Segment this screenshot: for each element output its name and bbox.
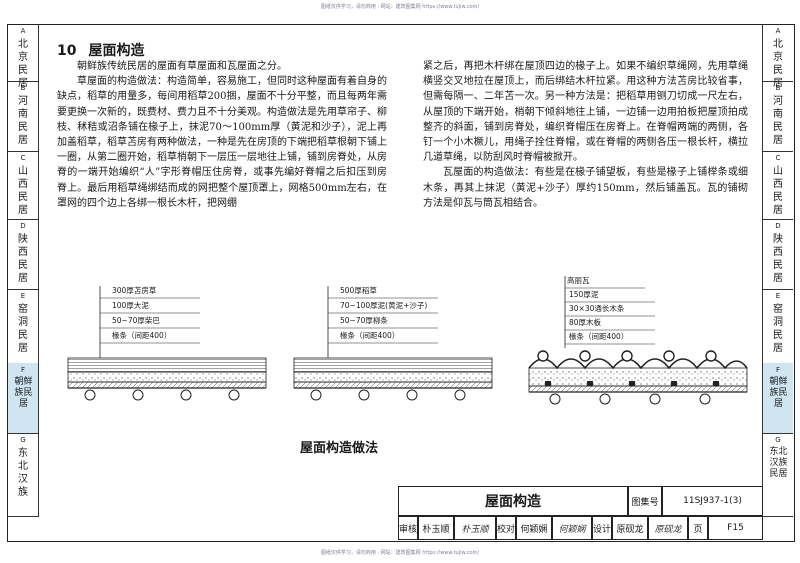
roof-section-diagram-2: 500厚稻草 70~100厚泥(黄泥+沙子) 50~70厚柳条 椽条（间距400… — [288, 280, 498, 420]
tab-letter: E — [775, 292, 781, 300]
roof-section-drawing — [293, 286, 493, 401]
tab-name: 北京民居 — [18, 39, 28, 89]
tab-name: 东北汉族民居 — [769, 447, 788, 479]
review-label: 审核 — [398, 516, 418, 540]
roof-section-diagram-1: 300厚苫房草 100厚大泥 50~70厚柴巴 椽条（间距400） — [60, 280, 270, 420]
reviewer-signature: 朴玉顺 — [454, 516, 496, 540]
paragraph: 瓦屋面的构造做法：有些是在椽子铺望板，有些是椽子上铺榉条或细木条，再其上抹泥（黄… — [423, 167, 748, 209]
section-tab: F 朝鲜族民居 — [8, 363, 39, 434]
tab-letter: D — [20, 222, 26, 230]
tab-letter: G — [775, 436, 781, 444]
tab-letter: E — [20, 292, 26, 300]
tab-letter: A — [20, 27, 26, 35]
figure-caption: 屋面构造做法 — [300, 441, 379, 456]
tab-name: 河南民居 — [18, 96, 28, 146]
tab-letter: C — [775, 154, 781, 162]
checker-signature: 何颖娴 — [552, 516, 592, 540]
tab-letter: A — [775, 27, 781, 35]
check-label: 校对 — [496, 516, 516, 540]
tab-name: 朝鲜族民居 — [769, 377, 788, 409]
tab-name: 北京民居 — [773, 39, 783, 89]
section-tab: G 东北汉族 — [8, 433, 39, 517]
reviewer-name: 朴玉顺 — [418, 516, 454, 540]
section-tab: B 河南民居 — [8, 81, 39, 152]
section-tab: E 窑洞民居 — [762, 289, 793, 364]
layer-label: 500厚稻草 — [340, 286, 377, 295]
tab-letter: G — [20, 436, 26, 444]
section-tab: F 朝鲜族民居 — [762, 363, 793, 434]
page-number: F15 — [708, 516, 763, 540]
layer-label: 70~100厚泥(黄泥+沙子) — [340, 301, 428, 310]
section-tab: D 陕西民居 — [8, 219, 39, 290]
design-label: 设计 — [592, 516, 612, 540]
roof-section-diagram-3: 高丽瓦 150厚泥 30×30通长木条 80厚木板 椽条（间距400） — [525, 268, 750, 420]
atlas-label: 图集号 — [628, 486, 662, 516]
page-label: 页 — [688, 516, 708, 540]
paragraph: 朝鲜族传统民居的屋面有草屋面和瓦屋面之分。 — [77, 61, 287, 72]
tab-letter: C — [20, 154, 26, 162]
section-tab: B 河南民居 — [762, 81, 793, 152]
checker-name: 何颖娴 — [516, 516, 552, 540]
tab-name: 山西民居 — [18, 166, 28, 216]
layer-label: 50~70厚柳条 — [340, 316, 388, 325]
watermark-top: 图纸仅供学习，请勿商用 · 网站：建筑图集网 https://www.tujiw… — [320, 4, 480, 10]
section-tab: D 陕西民居 — [762, 219, 793, 290]
tab-name: 山西民居 — [773, 166, 783, 216]
layer-label: 150厚泥 — [569, 290, 599, 299]
paragraph: 草屋面的构造做法：构造简单，容易施工，但同时这种屋面有着自身的缺点，稻草的用量多… — [57, 76, 387, 209]
section-tab: C 山西民居 — [762, 151, 793, 220]
layer-label: 30×30通长木条 — [569, 304, 625, 313]
tab-name: 河南民居 — [773, 96, 783, 146]
section-title: 10 屋面构造 — [57, 40, 144, 60]
layer-label: 50~70厚柴巴 — [112, 316, 160, 325]
body-text-right: 紧之后，再把木杆绑在屋顶四边的椽子上。如果不编织草绳网，先用草绳横竖交叉地拉在屋… — [423, 59, 748, 211]
layer-label: 椽条（间距400） — [340, 331, 400, 340]
body-text-left: 朝鲜族传统民居的屋面有草屋面和瓦屋面之分。 草屋面的构造做法：构造简单，容易施工… — [57, 59, 387, 211]
tab-name: 陕西民居 — [773, 234, 783, 284]
atlas-number: 11SJ937-1(3) — [662, 486, 763, 516]
section-tab: G 东北汉族民居 — [762, 433, 793, 517]
tab-letter: B — [20, 84, 26, 92]
section-number: 10 — [57, 43, 77, 59]
roof-section-drawing — [67, 286, 267, 401]
section-tab: A 北京民居 — [8, 24, 39, 89]
section-tab: A 北京民居 — [762, 24, 793, 89]
designer-signature: 原砚龙 — [648, 516, 688, 540]
tab-letter: F — [775, 366, 781, 374]
paragraph: 紧之后，再把木杆绑在屋顶四边的椽子上。如果不编织草绳网，先用草绳横竖交叉地拉在屋… — [423, 61, 748, 164]
layer-label: 椽条（间距400） — [569, 332, 629, 341]
layer-label: 高丽瓦 — [567, 276, 590, 285]
designer-name: 原砚龙 — [612, 516, 648, 540]
tab-name: 朝鲜族民居 — [14, 377, 33, 409]
tab-letter: B — [775, 84, 781, 92]
drawing-name: 屋面构造 — [398, 486, 628, 516]
tab-name: 东北汉族 — [18, 448, 28, 498]
roof-section-drawing — [528, 276, 748, 405]
layer-label: 80厚木板 — [569, 318, 602, 327]
tab-name: 窑洞民居 — [18, 304, 28, 354]
layer-label: 300厚苫房草 — [112, 286, 157, 295]
section-tab: E 窑洞民居 — [8, 289, 39, 364]
tab-letter: D — [775, 222, 781, 230]
section-title-text: 屋面构造 — [88, 43, 145, 59]
watermark-bottom: 图纸仅供学习，请勿商用 · 网站：建筑图集网 https://www.tujiw… — [320, 550, 480, 556]
drawing-frame — [7, 24, 795, 542]
tab-name: 陕西民居 — [18, 234, 28, 284]
layer-label: 椽条（间距400） — [112, 331, 172, 340]
tab-letter: F — [20, 366, 26, 374]
tab-name: 窑洞民居 — [773, 304, 783, 354]
title-block: 屋面构造 图集号 11SJ937-1(3) 审核 朴玉顺 朴玉顺 校对 何颖娴 … — [398, 486, 763, 540]
section-tab: C 山西民居 — [8, 151, 39, 220]
layer-label: 100厚大泥 — [112, 301, 149, 310]
